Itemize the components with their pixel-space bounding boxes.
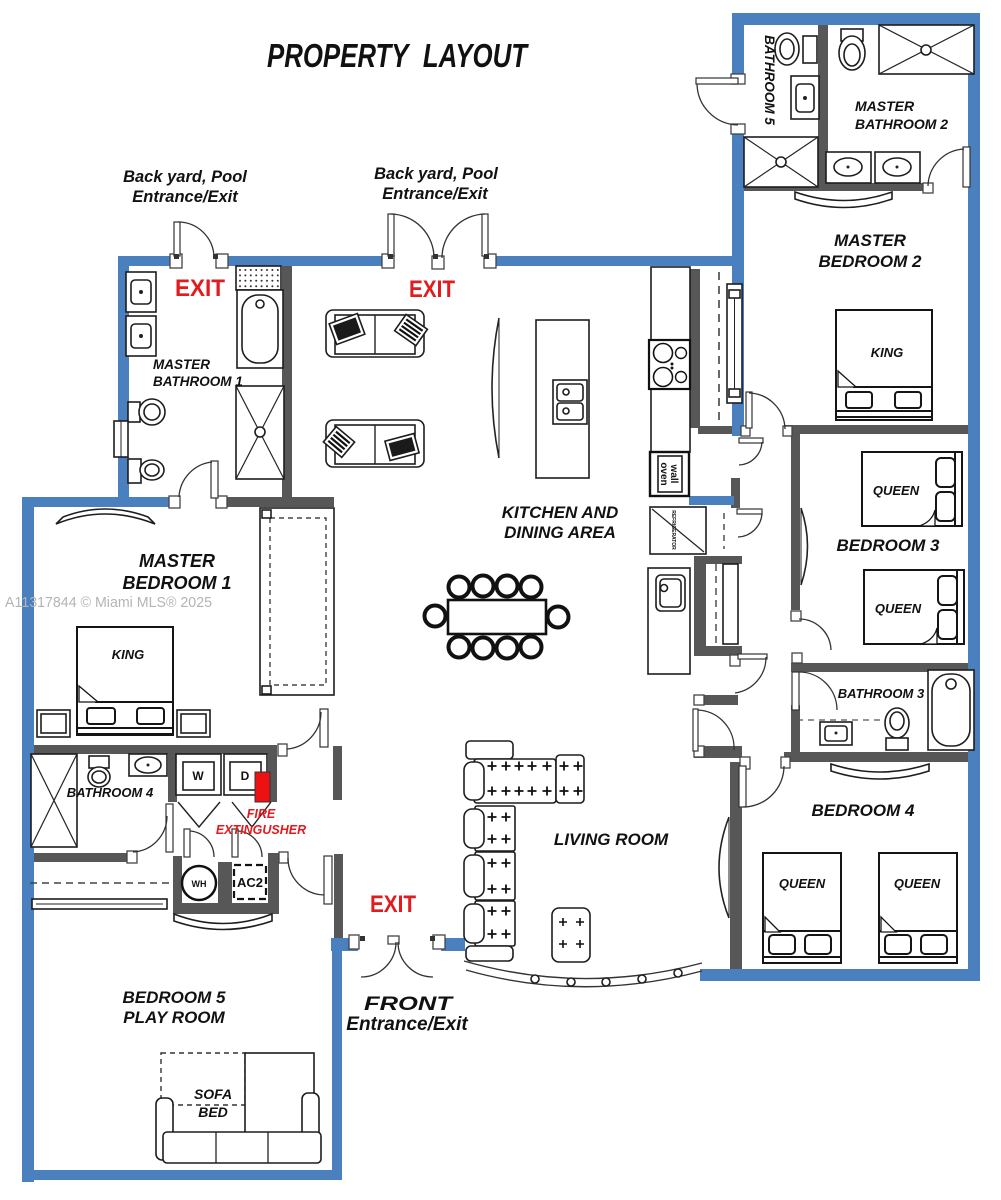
svg-text:EXTINGUSHER: EXTINGUSHER	[216, 823, 306, 837]
svg-text:DINING AREA: DINING AREA	[504, 523, 616, 542]
svg-text:REFRIGERATOR: REFRIGERATOR	[670, 510, 676, 550]
svg-text:BEDROOM 5: BEDROOM 5	[123, 988, 227, 1007]
svg-text:FRONT: FRONT	[364, 994, 454, 1015]
svg-text:MASTER: MASTER	[834, 231, 907, 250]
svg-text:PROPERTY LAYOUT: PROPERTY LAYOUT	[267, 37, 529, 74]
svg-text:BATHROOM 1: BATHROOM 1	[153, 374, 243, 389]
svg-text:AC2: AC2	[237, 875, 263, 890]
svg-text:BATHROOM 3: BATHROOM 3	[838, 686, 925, 701]
svg-text:wall: wall	[668, 464, 679, 484]
svg-text:FIRE: FIRE	[247, 807, 276, 821]
svg-text:QUEEN: QUEEN	[894, 876, 941, 891]
svg-text:KING: KING	[871, 345, 904, 360]
svg-text:PLAY ROOM: PLAY ROOM	[123, 1008, 225, 1027]
svg-text:LIVING ROOM: LIVING ROOM	[554, 830, 669, 849]
svg-text:Entrance/Exit: Entrance/Exit	[132, 188, 239, 206]
svg-text:BEDROOM 2: BEDROOM 2	[819, 252, 923, 271]
svg-text:A11317844 © Miami MLS® 2025: A11317844 © Miami MLS® 2025	[5, 594, 212, 611]
svg-text:MASTER: MASTER	[855, 98, 915, 114]
svg-text:Back yard, Pool: Back yard, Pool	[374, 165, 498, 183]
svg-text:oven: oven	[658, 462, 669, 485]
svg-text:MASTER: MASTER	[139, 551, 215, 571]
svg-text:BEDROOM 1: BEDROOM 1	[122, 573, 231, 593]
svg-text:EXIT: EXIT	[175, 275, 225, 302]
svg-text:BATHROOM 2: BATHROOM 2	[855, 116, 948, 132]
svg-text:WH: WH	[192, 879, 207, 889]
svg-text:QUEEN: QUEEN	[873, 483, 920, 498]
svg-text:QUEEN: QUEEN	[875, 601, 922, 616]
svg-text:BATHROOM 5: BATHROOM 5	[762, 35, 777, 125]
svg-text:KING: KING	[112, 647, 145, 662]
svg-text:W: W	[192, 769, 204, 783]
svg-text:SOFA: SOFA	[194, 1086, 232, 1102]
svg-text:BATHROOM 4: BATHROOM 4	[67, 785, 154, 800]
svg-text:EXIT: EXIT	[370, 891, 416, 918]
svg-text:KITCHEN AND: KITCHEN AND	[502, 503, 618, 522]
svg-text:D: D	[241, 769, 250, 783]
svg-text:Entrance/Exit: Entrance/Exit	[382, 185, 489, 203]
svg-text:BEDROOM 4: BEDROOM 4	[812, 801, 916, 820]
svg-text:QUEEN: QUEEN	[779, 876, 826, 891]
svg-text:Entrance/Exit: Entrance/Exit	[346, 1014, 468, 1035]
svg-text:EXIT: EXIT	[409, 276, 455, 303]
svg-text:BEDROOM 3: BEDROOM 3	[837, 536, 941, 555]
svg-text:BED: BED	[198, 1104, 228, 1120]
svg-text:MASTER: MASTER	[153, 357, 210, 372]
svg-text:Back yard, Pool: Back yard, Pool	[123, 168, 247, 186]
